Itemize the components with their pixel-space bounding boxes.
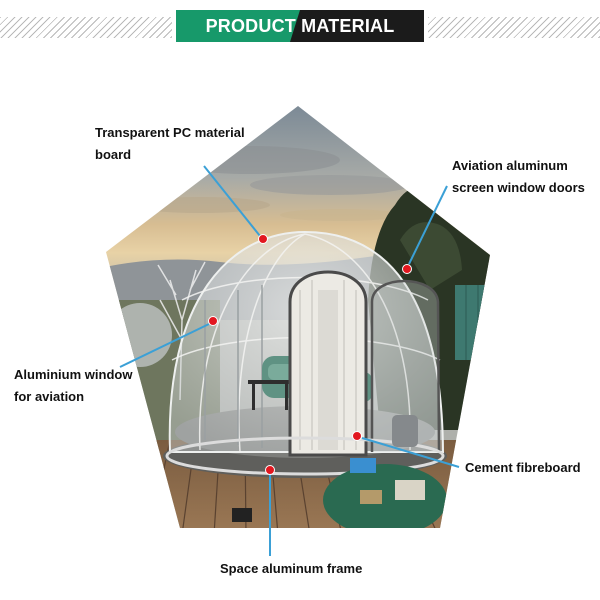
page-title: PRODUCT MATERIAL xyxy=(205,16,395,36)
callout-line-aluminium-window xyxy=(119,323,210,368)
callout-text: for aviation xyxy=(14,389,85,404)
left-window-frames xyxy=(204,285,263,448)
tree-foliage xyxy=(400,222,462,290)
callout-label-aluminium-window: Aluminium window for aviation xyxy=(14,364,132,408)
product-photo xyxy=(106,106,490,528)
side-table xyxy=(248,380,292,410)
callout-line-fibreboard xyxy=(361,437,460,468)
curtains xyxy=(299,280,357,450)
callout-text: Cement fibreboard xyxy=(465,460,581,475)
callout-label-fibreboard: Cement fibreboard xyxy=(465,457,581,479)
lantern xyxy=(232,508,252,522)
marker-dot-frame xyxy=(265,465,275,475)
header-hatch-right xyxy=(428,17,600,38)
dome-base-ring xyxy=(165,436,445,476)
marker-dot-fibreboard xyxy=(352,431,362,441)
header-banner: PRODUCT MATERIAL xyxy=(176,10,424,42)
screen-window-door xyxy=(370,279,441,453)
callout-text: Aluminium window xyxy=(14,367,133,382)
callout-line-pc-board xyxy=(203,165,261,237)
door-opening xyxy=(318,290,338,450)
marker-dot-window-doors xyxy=(402,264,412,274)
marker-dot-aluminium-window xyxy=(208,316,218,326)
callout-line-window-doors xyxy=(408,185,448,265)
white-decor-tree xyxy=(157,261,206,401)
callout-label-pc-board: Transparent PC material board xyxy=(95,122,245,166)
callout-label-frame: Space aluminum frame xyxy=(220,558,362,580)
callout-text: Space aluminum frame xyxy=(220,561,363,576)
callout-text: board xyxy=(95,147,132,162)
header-hatch-left xyxy=(0,17,172,38)
callout-label-window-doors: Aviation aluminum screen window doors xyxy=(452,155,585,199)
callout-text: screen window doors xyxy=(452,180,585,195)
teal-fence xyxy=(455,285,490,360)
header-banner-black-segment xyxy=(290,10,424,42)
outdoor-table xyxy=(323,415,447,528)
callout-text: Transparent PC material xyxy=(95,125,245,140)
callout-text: Aviation aluminum xyxy=(452,158,568,173)
marker-dot-pc-board xyxy=(258,234,268,244)
